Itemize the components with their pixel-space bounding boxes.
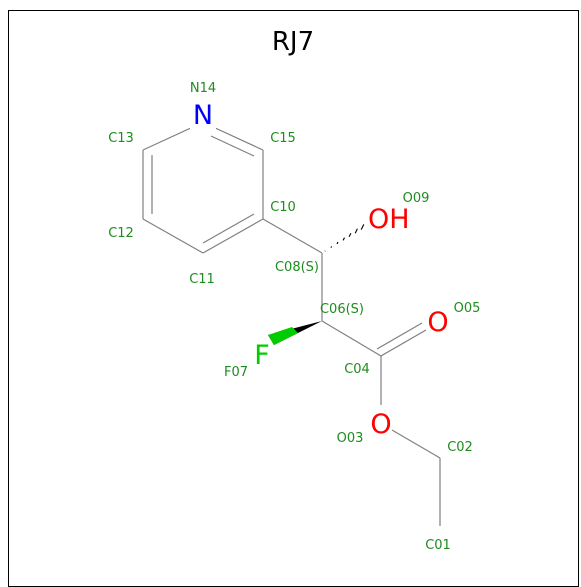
atom-label-n14: N14	[190, 81, 216, 96]
bond-o03-c02	[391, 429, 441, 459]
atom-label-f07: F07	[224, 365, 248, 380]
atom-label-c10: C10	[270, 200, 296, 215]
atom-label-o03: O03	[337, 431, 364, 446]
f07-symbol: F	[254, 340, 270, 371]
atom-label-o09: O09	[403, 191, 430, 206]
bonds	[142, 126, 441, 526]
atom-label-c01: C01	[425, 538, 451, 553]
atom-labels: N14 C13 C15 C10 C12 C11 O09 C08(S) C06(S…	[108, 81, 480, 553]
bond-c10-c08	[262, 218, 323, 254]
bond-c04-o05	[380, 329, 427, 357]
atom-label-c08: C08(S)	[275, 260, 319, 275]
atom-label-c04: C04	[344, 362, 370, 377]
atom-label-c06: C06(S)	[320, 302, 364, 317]
bond-n14-c15-inner	[210, 135, 255, 157]
bond-n14-c15	[212, 126, 264, 151]
wedge-bond-c06-f07-tip	[268, 327, 298, 345]
atom-label-c11: C11	[189, 272, 215, 287]
atom-label-c15: C15	[270, 131, 296, 146]
bond-c11-c10	[202, 218, 264, 254]
atom-label-o05: O05	[454, 301, 481, 316]
bond-c04-o05-second	[376, 322, 423, 350]
molecule-title: RJ7	[272, 27, 314, 57]
hashed-bond-c08-o09	[324, 224, 365, 252]
o03-symbol: O	[370, 409, 391, 440]
molecule-frame	[8, 10, 579, 587]
o09-symbol: OH	[368, 204, 410, 235]
bond-c06-c04	[321, 320, 382, 357]
n14-symbol: N	[193, 100, 213, 131]
atom-label-c12: C12	[108, 226, 134, 241]
bond-c12-c11	[142, 218, 204, 254]
element-symbols: N OH O F O	[190, 99, 449, 440]
bond-c11-c10-inner	[202, 213, 255, 244]
bond-n14-c13	[142, 126, 194, 151]
atom-label-c13: C13	[108, 131, 134, 146]
o05-symbol: O	[427, 307, 448, 338]
atom-label-c02: C02	[447, 440, 473, 455]
